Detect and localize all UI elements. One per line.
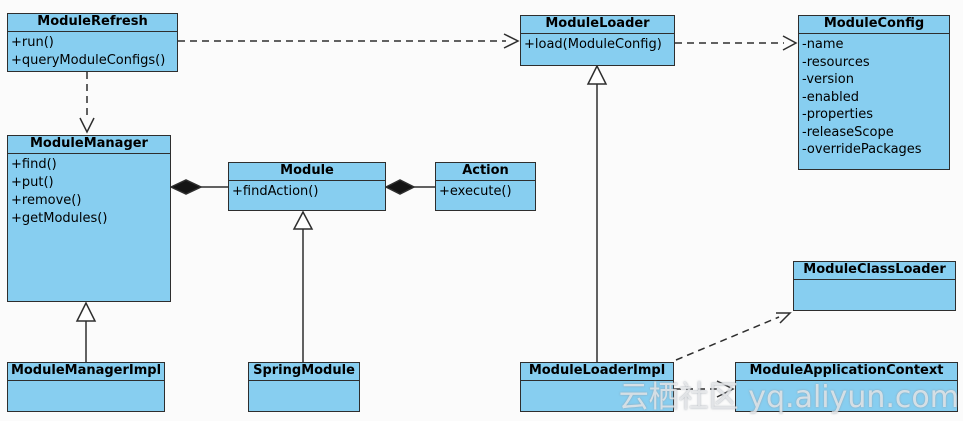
class-title: Action	[436, 163, 535, 181]
class-members: +execute()	[436, 181, 535, 210]
class-member: -name	[802, 37, 844, 52]
class-member: -resources	[802, 54, 870, 70]
class-box-module-manager: ModuleManager +find() +put() +remove() +…	[7, 135, 171, 302]
class-box-spring-module: SpringModule	[248, 362, 360, 412]
class-member: +findAction()	[232, 184, 319, 199]
composition-diamond-icon	[384, 179, 416, 195]
composition-diamond-icon	[169, 179, 203, 195]
class-member: +execute()	[439, 184, 512, 199]
class-members	[794, 280, 955, 310]
open-arrowhead-icon	[782, 35, 798, 51]
class-members	[8, 381, 164, 411]
hollow-triangle-icon	[586, 64, 608, 85]
class-member: -version	[802, 72, 854, 87]
class-title: Module	[229, 163, 385, 181]
class-box-module: Module +findAction()	[228, 162, 386, 211]
class-title: ModuleManager	[8, 136, 170, 154]
class-member: +remove()	[11, 193, 82, 208]
class-member: +queryModuleConfigs()	[11, 53, 166, 68]
class-box-module-loader: ModuleLoader +load(ModuleConfig)	[520, 15, 675, 66]
class-title: ModuleClassLoader	[794, 262, 955, 280]
class-title: ModuleRefresh	[8, 14, 177, 32]
class-title: ModuleConfig	[799, 16, 949, 34]
dependency-moduleloaderimpl-moduleclassloader	[675, 316, 780, 361]
class-members: +run() +queryModuleConfigs()	[8, 32, 177, 71]
open-arrowhead-icon	[776, 312, 792, 324]
class-member: +load(ModuleConfig)	[524, 37, 662, 52]
class-member: +put()	[11, 175, 54, 190]
class-box-module-config: ModuleConfig -name -resources -version -…	[798, 15, 950, 170]
class-box-module-refresh: ModuleRefresh +run() +queryModuleConfigs…	[7, 13, 178, 72]
open-arrowhead-icon	[79, 117, 95, 134]
class-member: -enabled	[802, 89, 860, 105]
open-arrowhead-icon	[716, 380, 735, 398]
class-members: +find() +put() +remove() +getModules()	[8, 154, 170, 301]
class-members: -name -resources -version -enabled -prop…	[799, 34, 949, 169]
class-box-module-loader-impl: ModuleLoaderImpl	[520, 362, 674, 412]
open-arrowhead-icon	[503, 33, 520, 49]
class-member: +run()	[11, 35, 54, 50]
class-box-module-application-context: ModuleApplicationContext	[735, 362, 958, 412]
class-members: +load(ModuleConfig)	[521, 34, 674, 65]
hollow-triangle-icon	[75, 301, 97, 322]
class-member: +getModules()	[11, 211, 108, 226]
class-members: +findAction()	[229, 181, 385, 210]
hollow-triangle-icon	[292, 210, 314, 230]
class-title: SpringModule	[249, 363, 359, 381]
class-member: -releaseScope	[802, 124, 894, 140]
class-title: ModuleLoader	[521, 16, 674, 34]
class-members	[736, 381, 957, 411]
class-member: -properties	[802, 107, 874, 122]
class-box-module-class-loader: ModuleClassLoader	[793, 261, 956, 311]
class-box-action: Action +execute()	[435, 162, 536, 211]
class-title: ModuleLoaderImpl	[521, 363, 673, 381]
class-member: +find()	[11, 157, 57, 172]
class-title: ModuleManagerImpl	[8, 363, 164, 381]
class-title: ModuleApplicationContext	[736, 363, 957, 381]
class-members	[249, 381, 359, 411]
class-box-module-manager-impl: ModuleManagerImpl	[7, 362, 165, 412]
class-member: -overridePackages	[802, 142, 922, 157]
class-members	[521, 381, 673, 411]
